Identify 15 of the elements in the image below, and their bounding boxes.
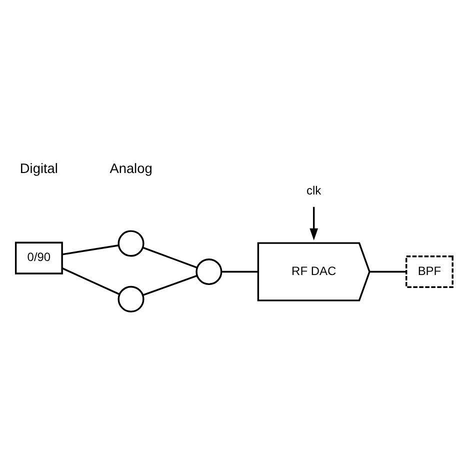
connector [222, 270, 258, 272]
connector [142, 274, 198, 296]
node-circle [196, 258, 222, 285]
arrow [310, 206, 318, 240]
label: Analog [110, 160, 152, 176]
connector [370, 270, 406, 272]
connector [62, 266, 120, 295]
node-box: BPF [406, 254, 454, 288]
node-circle [118, 230, 144, 256]
node-box: 0/90 [14, 241, 63, 274]
connector [142, 246, 198, 268]
connector [62, 244, 119, 255]
node-circle [118, 285, 144, 312]
label: Digital [20, 160, 58, 176]
node-text: clk [306, 182, 322, 197]
